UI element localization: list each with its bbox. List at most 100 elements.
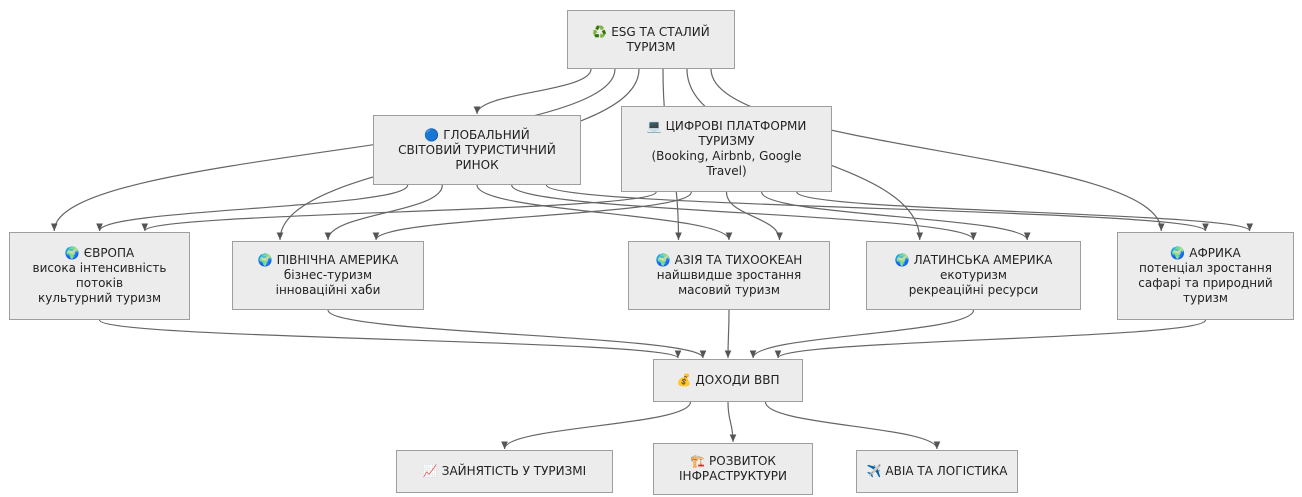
edge-esg-to-global xyxy=(473,68,592,115)
node-aviation-logistics: ✈️АВІА ТА ЛОГІСТИКА xyxy=(856,450,1018,493)
asia-text-0: АЗІЯ ТА ТИХООКЕАН xyxy=(674,253,803,267)
edge-digital-to-latam xyxy=(761,191,1031,241)
europe-line-1: висока інтенсивність xyxy=(33,261,167,276)
asia-line-0: 🌍АЗІЯ ТА ТИХООКЕАН xyxy=(656,253,803,268)
gdp-text-0: ДОХОДИ ВВП xyxy=(695,373,780,387)
construction-icon: 🏗️ xyxy=(690,454,706,468)
esg-line-1: ТУРИЗМ xyxy=(627,40,676,55)
edge-global-to-africa xyxy=(545,184,1209,232)
digital-line-3: Travel) xyxy=(706,164,746,179)
asia-text-1: найшвидше зростання xyxy=(656,268,802,282)
europe-text-1: висока інтенсивність xyxy=(32,261,167,275)
airplane-icon: ✈️ xyxy=(866,464,882,478)
digital-line-1: ТУРИЗМУ xyxy=(698,134,754,149)
aviation-text-0: АВІА ТА ЛОГІСТИКА xyxy=(885,464,1008,478)
infra-line-0: 🏗️РОЗВИТОК xyxy=(690,454,776,469)
africa-line-3: туризм xyxy=(1183,291,1228,306)
edge-gdp-to-infra xyxy=(727,401,737,443)
europe-text-0: ЄВРОПА xyxy=(83,246,135,260)
europe-line-2: потоків xyxy=(76,276,123,291)
edge-digital-to-asia xyxy=(725,191,783,241)
europe-text-2: потоків xyxy=(75,276,124,290)
blue-circle-icon: 🔵 xyxy=(424,127,440,142)
edge-digital-to-europe xyxy=(141,191,657,232)
edge-global-to-asia xyxy=(476,184,733,241)
infra-text-0: РОЗВИТОК xyxy=(709,454,776,468)
digital-text-0: ЦИФРОВІ ПЛАТФОРМИ xyxy=(665,119,807,133)
edge-asia-to-gdp xyxy=(724,309,732,359)
globe-icon: 🌍 xyxy=(64,246,80,260)
esg-text-0: ESG ТА СТАЛИЙ xyxy=(611,24,710,39)
edge-esg-to-europe xyxy=(50,68,616,232)
edge-latam-to-gdp xyxy=(749,309,975,359)
africa-text-0: АФРИКА xyxy=(1189,246,1241,260)
latam-line-1: екотуризм xyxy=(940,268,1007,283)
edge-digital-to-africa xyxy=(796,191,1253,232)
globe-icon: 🌍 xyxy=(257,253,273,267)
esg-text-1: ТУРИЗМ xyxy=(626,39,676,54)
digital-line-0: 💻ЦИФРОВІ ПЛАТФОРМИ xyxy=(647,119,807,134)
node-gdp-revenue: 💰ДОХОДИ ВВП xyxy=(653,359,803,402)
namerica-text-2: інноваційні хаби xyxy=(275,283,381,297)
latam-text-1: екотуризм xyxy=(940,268,1007,282)
global-line-2: РИНОК xyxy=(455,158,498,173)
globe-icon: 🌍 xyxy=(655,253,671,267)
latam-line-2: рекреаційні ресурси xyxy=(909,283,1039,298)
namerica-line-0: 🌍ПІВНІЧНА АМЕРИКА xyxy=(258,253,399,268)
digital-text-1: ТУРИЗМУ xyxy=(698,134,755,148)
latam-text-2: рекреаційні ресурси xyxy=(908,283,1039,297)
europe-text-3: культурний туризм xyxy=(38,291,161,305)
money-bag-icon: 💰 xyxy=(676,373,692,387)
europe-line-3: культурний туризм xyxy=(38,291,161,306)
europe-line-0: 🌍ЄВРОПА xyxy=(65,246,134,261)
africa-line-0: 🌍АФРИКА xyxy=(1170,246,1240,261)
edge-global-to-europe xyxy=(96,184,409,232)
recycle-icon: ♻️ xyxy=(592,24,608,39)
infra-text-1: ІНФРАСТРУКТУРИ xyxy=(679,469,787,483)
global-line-0: 🔵ГЛОБАЛЬНИЙ xyxy=(424,128,529,143)
global-line-1: СВІТОВИЙ ТУРИСТИЧНИЙ xyxy=(398,143,556,158)
asia-text-2: масовий туризм xyxy=(678,283,780,297)
edge-europe-to-gdp xyxy=(98,319,682,359)
latam-line-0: 🌍ЛАТИНСЬКА АМЕРИКА xyxy=(895,253,1053,268)
global-text-0: ГЛОБАЛЬНИЙ xyxy=(443,127,530,142)
globe-icon: 🌍 xyxy=(1170,246,1186,260)
africa-line-2: сафарі та природний xyxy=(1138,276,1272,291)
edge-africa-to-gdp xyxy=(774,319,1207,359)
latam-text-0: ЛАТИНСЬКА АМЕРИКА xyxy=(913,253,1053,267)
employment-line-0: 📈ЗАЙНЯТІСТЬ У ТУРИЗМІ xyxy=(423,464,586,479)
namerica-text-0: ПІВНІЧНА АМЕРИКА xyxy=(276,253,399,267)
gdp-line-0: 💰ДОХОДИ ВВП xyxy=(676,373,779,388)
chart-icon: 📈 xyxy=(422,464,438,478)
africa-text-2: сафарі та природний xyxy=(1138,276,1273,290)
edge-namerica-to-gdp xyxy=(327,309,707,359)
namerica-line-2: інноваційні хаби xyxy=(276,283,381,298)
asia-line-2: масовий туризм xyxy=(678,283,780,298)
infra-line-1: ІНФРАСТРУКТУРИ xyxy=(679,469,787,484)
digital-text-2: (Booking, Airbnb, Google xyxy=(651,149,802,163)
africa-text-3: туризм xyxy=(1183,291,1228,305)
edge-digital-to-namerica xyxy=(372,191,692,241)
africa-line-1: потенціал зростання xyxy=(1139,261,1272,276)
globe-icon: 🌍 xyxy=(894,253,910,267)
edge-gdp-to-aviation xyxy=(764,401,941,450)
namerica-line-1: бізнес-туризм xyxy=(284,268,372,283)
edge-global-to-latam xyxy=(511,184,977,241)
digital-line-2: (Booking, Airbnb, Google xyxy=(652,149,802,164)
digital-text-3: Travel) xyxy=(706,164,747,178)
aviation-line-0: ✈️АВІА ТА ЛОГІСТИКА xyxy=(866,464,1007,479)
employment-text-0: ЗАЙНЯТІСТЬ У ТУРИЗМІ xyxy=(441,464,587,478)
esg-line-0: ♻️ESG ТА СТАЛИЙ xyxy=(592,25,710,40)
edge-gdp-to-employment xyxy=(501,401,692,450)
namerica-text-1: бізнес-туризм xyxy=(283,268,373,282)
